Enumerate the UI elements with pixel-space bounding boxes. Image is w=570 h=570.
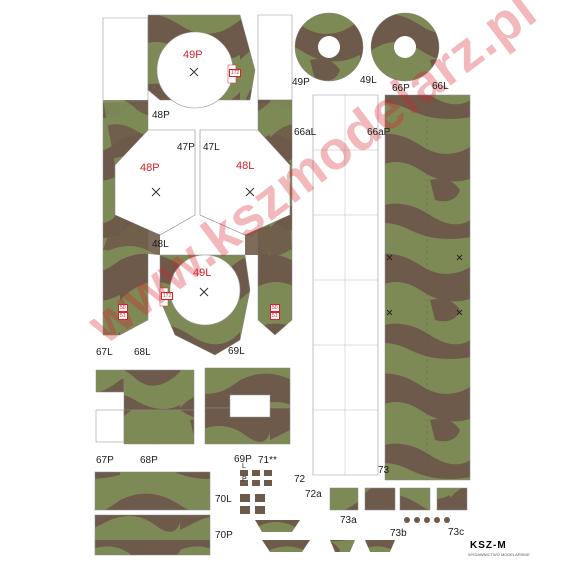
wheel-49L [370,12,440,82]
label-69P: 69P [234,454,252,465]
label-66aL: 66aL [294,127,317,138]
label-mini-L: L [242,463,246,470]
label-48P: 48P [152,110,170,121]
label-69L: 69L [228,346,245,357]
publisher-logo: KSZ-M [470,540,507,551]
label-49P: 49P [292,77,310,88]
label-70P: 70P [215,530,233,541]
label-67P: 67P [96,455,114,466]
label-67L: 67L [96,347,113,358]
label-48P-red: 48P [140,162,160,174]
strip-66aP [384,94,471,481]
tag-50-right: 50 [270,304,280,312]
label-73c: 73c [448,527,465,538]
parts-73 [329,487,468,552]
tag-51-left: 51 [118,312,128,320]
label-66P: 66P [392,83,410,94]
tag-51-right: 51 [270,312,280,320]
tag-172-lower: 172 [161,292,174,300]
label-70L: 70L [215,494,232,505]
tag-172-upper: 172 [229,69,242,77]
tag-50-left: 50 [118,304,128,312]
label-49L-red: 49L [193,267,212,279]
label-66L: 66L [432,81,449,92]
label-73: 73 [378,465,390,476]
piece-49P-upper [147,14,256,109]
label-49L: 49L [360,75,377,86]
label-48L: 48L [152,239,169,250]
label-mini-P: P [242,476,247,483]
label-47L: 47L [203,142,220,153]
parts-71-72 [240,470,310,552]
strip-66aL [312,94,379,476]
label-49P-red: 49P [183,49,203,61]
label-66aP: 66aP [367,127,391,138]
parts-70 [94,471,211,556]
label-73a: 73a [340,515,357,526]
label-71: 71** [258,455,277,466]
piece-48-middle [103,100,292,255]
label-72a: 72a [305,489,322,500]
piece-49L-lower [159,254,251,356]
label-68P: 68P [140,455,158,466]
label-68L: 68L [134,347,151,358]
label-72: 72 [294,474,306,485]
parts-67-69 [95,367,291,445]
publisher-subtitle: WYDAWNICTWO MODELARSKIE [468,552,530,557]
wheel-49P [294,12,364,82]
label-48L-red: 48L [236,160,255,172]
label-73b: 73b [390,528,407,539]
label-47P: 47P [177,142,195,153]
